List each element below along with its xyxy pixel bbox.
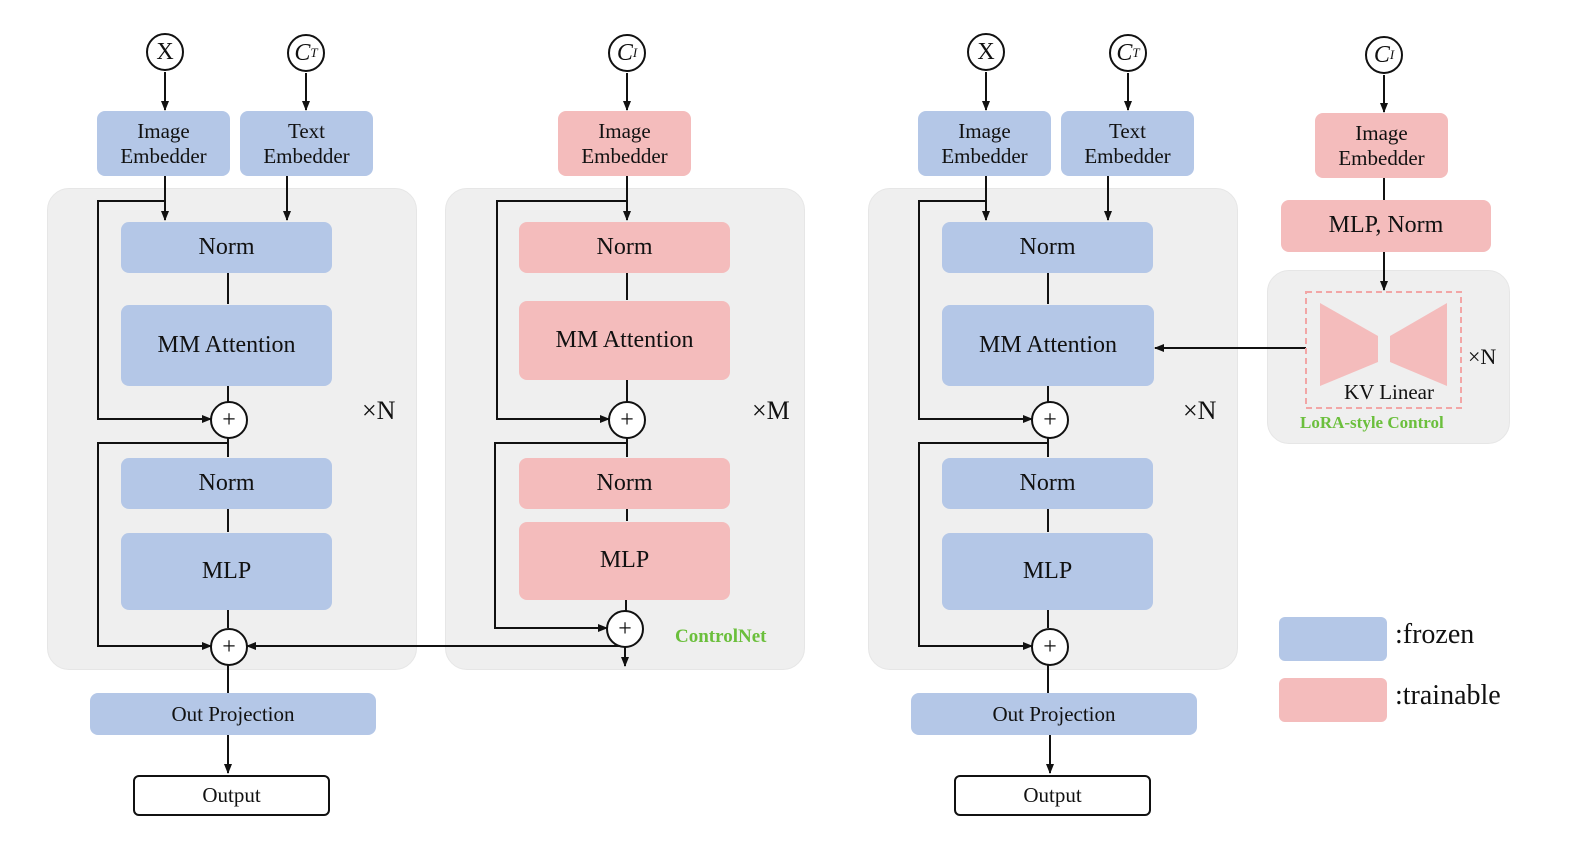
lora-ci-input-label: C [1373,41,1390,68]
controlnet-norm-1: Norm [519,222,730,273]
right-mlp: MLP [942,533,1153,610]
legend-trainable-label: :trainable [1395,680,1501,711]
left-norm-2: Norm [121,458,332,509]
controlnet-add-node-1: + [608,401,646,439]
right-image-embedder: Image Embedder [918,111,1051,176]
controlnet-ci-input-label: C [616,39,633,66]
left-x-input-node: X [146,33,184,71]
lora-mlp-norm: MLP, Norm [1281,200,1491,252]
right-ct-input-label: C [1116,39,1133,66]
left-repeat-label: ×N [362,396,396,425]
lora-panel [1267,270,1510,444]
controlnet-image-embedder: Image Embedder [558,111,691,176]
right-add-node-1: + [1031,401,1069,439]
left-mlp: MLP [121,533,332,610]
right-x-input-label: X [977,38,995,65]
lora-image-embedder: Image Embedder [1315,113,1448,178]
left-mm-attention: MM Attention [121,305,332,386]
right-mm-attention: MM Attention [942,305,1154,386]
lora-ci-input-subscript: I [1389,47,1395,62]
right-out-projection: Out Projection [911,693,1197,735]
right-add-node-2: + [1031,628,1069,666]
legend-frozen-swatch [1279,617,1387,661]
right-norm-2: Norm [942,458,1153,509]
kv-linear-label: KV Linear [1344,379,1434,404]
right-text-embedder: Text Embedder [1061,111,1194,176]
controlnet-mlp: MLP [519,522,730,600]
left-ct-input-subscript: T [310,45,318,60]
left-add-node-2: + [210,628,248,666]
lora-style-control-label: LoRA-style Control [1300,413,1444,432]
left-output: Output [133,775,330,816]
left-image-embedder: Image Embedder [97,111,230,176]
controlnet-add-node-2: + [606,610,644,648]
kv-linear-right-trapezoid [1390,303,1447,386]
right-repeat-label: ×N [1183,396,1217,425]
right-output: Output [954,775,1151,816]
right-x-input-node: X [967,33,1005,71]
controlnet-norm-2: Norm [519,458,730,509]
left-ct-input-label: C [294,39,311,66]
controlnet-ci-input-subscript: I [632,45,638,60]
controlnet-label: ControlNet [675,626,767,647]
left-add-node-1: + [210,401,248,439]
left-out-projection: Out Projection [90,693,376,735]
right-norm-1: Norm [942,222,1153,273]
right-ct-input-subscript: T [1132,45,1140,60]
kv-linear-left-trapezoid [1320,303,1378,386]
controlnet-mm-attention: MM Attention [519,301,730,380]
legend-frozen-label: :frozen [1395,619,1475,650]
left-x-input-label: X [156,38,174,65]
legend-trainable-swatch [1279,678,1387,722]
left-text-embedder: Text Embedder [240,111,373,176]
left-norm-1: Norm [121,222,332,273]
controlnet-repeat-label: ×M [752,396,790,425]
lora-repeat-label: ×N [1468,344,1497,369]
